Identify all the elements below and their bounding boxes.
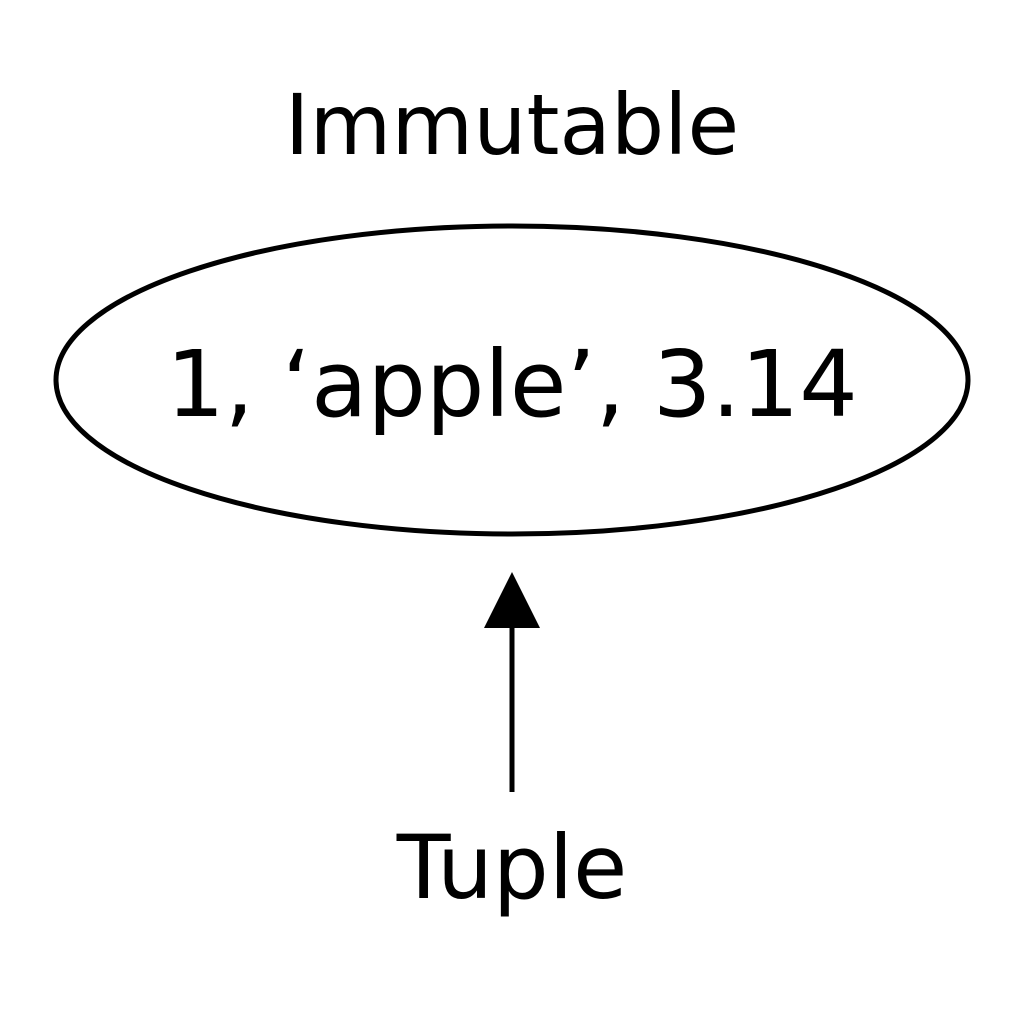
tuple-item-2: ‘apple’, xyxy=(281,331,625,438)
tuple-ellipse xyxy=(53,223,971,537)
tuple-values: 1, ‘apple’, 3.14 xyxy=(0,327,1024,442)
immutable-heading: Immutable xyxy=(284,76,740,174)
tuple-label: Tuple xyxy=(396,816,628,919)
tuple-item-1: 1, xyxy=(166,331,254,438)
arrow-head-icon xyxy=(484,572,540,628)
tuple-item-3: 3.14 xyxy=(653,331,858,438)
